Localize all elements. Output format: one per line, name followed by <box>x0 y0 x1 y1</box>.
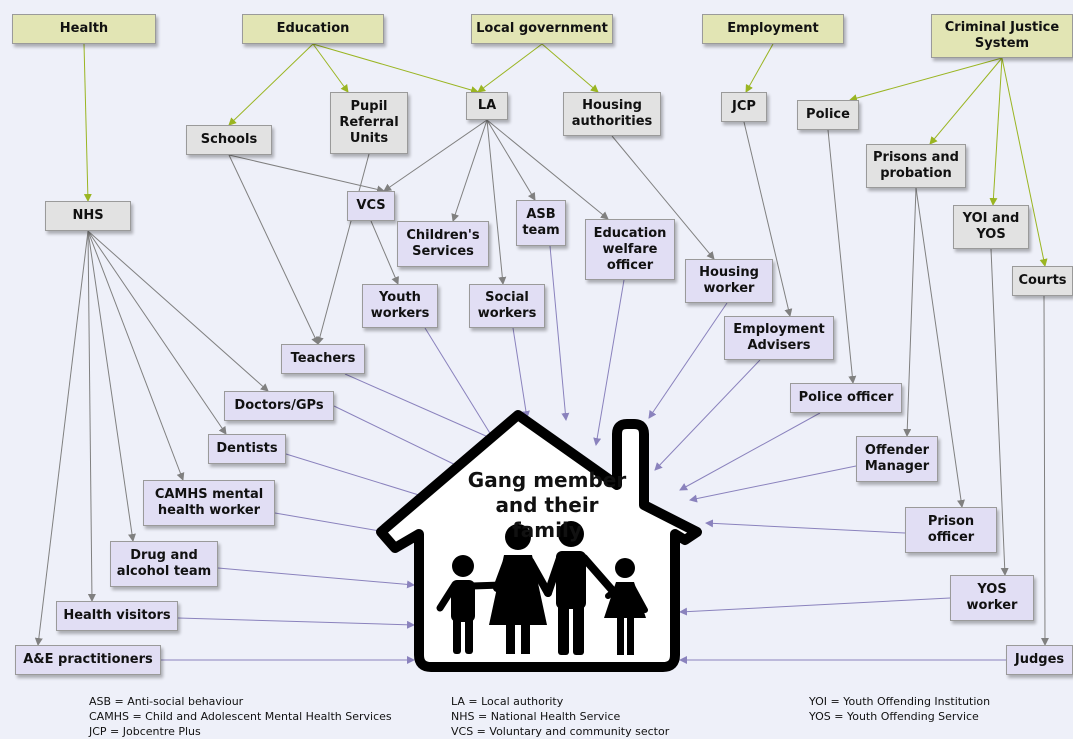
arrow-teachers-to-house <box>344 373 496 441</box>
arrow-courts-to-judges <box>1040 295 1049 646</box>
arrow-ewo-to-house <box>593 279 625 446</box>
arrow-social-workers-to-house <box>512 327 530 419</box>
key-entry: LA = Local authority <box>451 695 564 708</box>
arrow-youth-workers-to-house <box>424 327 497 444</box>
node-pupil-referral-units: Pupil Referral Units <box>330 92 408 154</box>
node-youth-workers: Youth workers <box>362 284 438 328</box>
arrow-links <box>34 43 1049 664</box>
arrow-la-to-vcs <box>383 119 488 192</box>
node-offender-manager: Offender Manager <box>856 436 938 482</box>
key-entry: YOI = Youth Offending Institution <box>809 695 991 708</box>
key-entry: NHS = National Health Service <box>451 710 621 723</box>
arrow-drug-alcohol-to-house <box>217 567 415 589</box>
node-asb-team: ASB team <box>516 200 566 246</box>
arrow-asb-team-to-house <box>549 245 570 421</box>
key-column-1: ASB = Anti-social behaviour CAMHS = Chil… <box>89 694 392 739</box>
arrow-health-to-nhs <box>83 43 92 202</box>
node-housing-authorities: Housing authorities <box>563 92 661 136</box>
node-health-visitors: Health visitors <box>56 601 178 631</box>
node-prisons-and-probation: Prisons and probation <box>866 144 966 188</box>
arrow-prison-officer-to-house <box>705 519 906 534</box>
node-education: Education <box>242 14 384 44</box>
arrow-local-government-to-la <box>477 43 543 93</box>
node-criminal-justice-system: Criminal Justice System <box>931 14 1073 58</box>
node-dentists: Dentists <box>208 434 286 464</box>
node-teachers: Teachers <box>281 344 365 374</box>
arrow-police-to-police-officer <box>827 129 857 384</box>
arrow-dentists-to-house <box>285 453 436 502</box>
node-ae-practitioners: A&E practitioners <box>15 645 161 675</box>
arrow-health-visitors-to-house <box>177 617 415 629</box>
arrow-nhs-to-health-visitors <box>87 230 96 602</box>
node-childrens-services: Children's Services <box>397 221 489 267</box>
node-police-officer: Police officer <box>790 383 902 413</box>
arrow-doctors-to-house <box>333 405 467 471</box>
arrow-nhs-to-dentists <box>87 230 227 435</box>
arrow-police-officer-to-house <box>679 412 821 491</box>
node-camhs-mental-health-worker: CAMHS mental health worker <box>143 480 275 526</box>
arrow-la-to-childrens-services <box>451 119 488 222</box>
arrow-housing-authorities-to-housing-worker <box>611 135 715 260</box>
arrow-cjs-to-prisons-probation <box>929 57 1003 145</box>
node-jcp: JCP <box>721 92 767 122</box>
node-police: Police <box>797 100 859 130</box>
node-yoi-and-yos: YOI and YOS <box>953 205 1029 249</box>
key-entry: YOS = Youth Offending Service <box>809 710 979 723</box>
arrow-local-government-to-housing-authorities <box>541 43 599 93</box>
node-social-workers: Social workers <box>469 284 545 328</box>
arrow-nhs-to-camhs-worker <box>87 230 185 481</box>
arrow-education-to-schools <box>228 43 314 126</box>
node-local-government: Local government <box>471 14 613 44</box>
node-judges: Judges <box>1006 645 1073 675</box>
arrow-la-to-social-workers <box>486 119 507 285</box>
arrow-offender-manager-to-house <box>689 465 857 503</box>
arrow-employment-advisers-to-house <box>654 359 761 471</box>
arrow-cjs-to-yoi-yos <box>989 57 1003 206</box>
key-entry: ASB = Anti-social behaviour <box>89 695 244 708</box>
key-entry: JCP = Jobcentre Plus <box>89 725 201 738</box>
family-figures-icon <box>436 521 648 655</box>
arrow-prisons-probation-to-offender-manager <box>903 187 917 437</box>
node-housing-worker: Housing worker <box>685 259 773 303</box>
arrow-education-to-la <box>312 43 479 94</box>
arrow-yos-worker-to-house <box>679 597 951 616</box>
arrow-education-to-pru <box>312 43 349 93</box>
node-nhs: NHS <box>45 201 131 231</box>
key-column-3: YOI = Youth Offending Institution YOS = … <box>809 694 990 724</box>
node-schools: Schools <box>186 125 272 155</box>
node-education-welfare-officer: Education welfare officer <box>585 219 675 280</box>
arrow-jcp-to-employment-advisers <box>743 121 793 317</box>
key-entry: VCS = Voluntary and community sector <box>451 725 670 738</box>
node-doctors-gps: Doctors/GPs <box>224 391 334 421</box>
arrow-nhs-to-drug-alcohol <box>87 230 136 542</box>
arrow-cjs-to-courts <box>1001 57 1048 267</box>
node-yos-worker: YOS worker <box>950 575 1034 621</box>
node-health: Health <box>12 14 156 44</box>
node-employment: Employment <box>702 14 844 44</box>
arrow-cjs-to-police <box>849 57 1003 102</box>
center-label: Gang member and their family <box>467 468 627 542</box>
arrow-nhs-to-doctors <box>87 230 269 392</box>
arrow-schools-to-vcs <box>228 154 385 194</box>
arrow-employment-to-jcp <box>745 43 774 93</box>
key-column-2: LA = Local authority NHS = National Heal… <box>451 694 669 739</box>
arrow-prisons-probation-to-prison-officer <box>915 187 965 508</box>
arrow-schools-to-teachers <box>228 154 319 345</box>
arrow-la-to-asb-team <box>486 119 536 201</box>
node-vcs: VCS <box>347 191 395 221</box>
arrow-housing-worker-to-house <box>648 302 728 419</box>
key-entry: CAMHS = Child and Adolescent Mental Heal… <box>89 710 392 723</box>
arrow-vcs-to-youth-workers <box>370 220 399 285</box>
node-drug-and-alcohol-team: Drug and alcohol team <box>110 541 218 587</box>
arrow-nhs-to-ae <box>34 230 89 646</box>
node-la: LA <box>466 92 508 120</box>
node-courts: Courts <box>1012 266 1073 296</box>
node-employment-advisers: Employment Advisers <box>724 316 834 360</box>
node-prison-officer: Prison officer <box>905 507 997 553</box>
arrow-la-to-ewo <box>486 119 609 220</box>
arrow-pru-to-teachers <box>315 153 370 345</box>
arrow-yoi-yos-to-yos-worker <box>990 248 1009 576</box>
